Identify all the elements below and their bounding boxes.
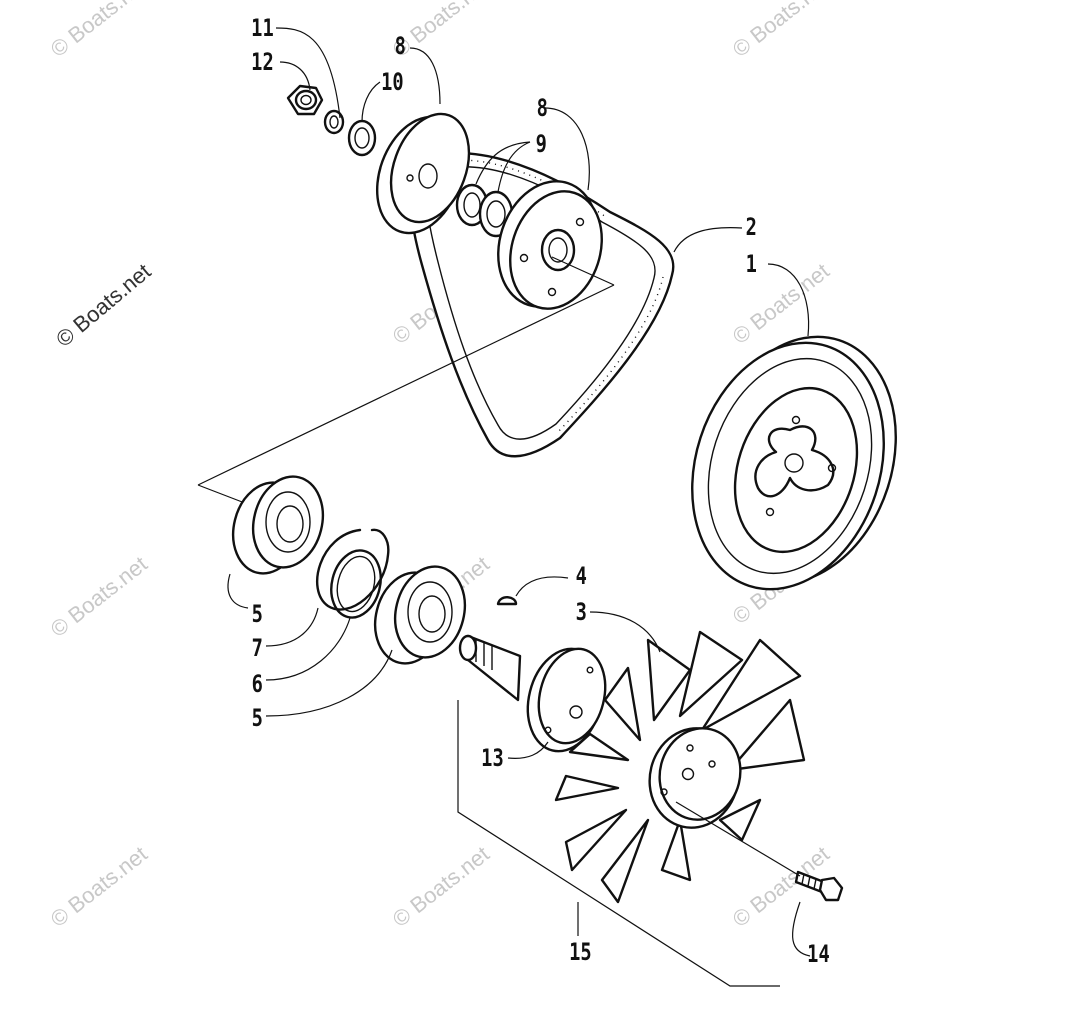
watermark: © Boats.net (728, 258, 834, 349)
watermark: © Boats.net (728, 0, 834, 62)
label-part-11: 11 (251, 15, 274, 43)
label-part-2: 2 (746, 214, 757, 242)
label-part-4: 4 (576, 563, 587, 591)
label-part-5-upper: 5 (252, 601, 263, 629)
part-labels: 11 12 8 10 8 9 2 1 4 3 5 7 6 5 13 15 14 (251, 15, 830, 969)
label-part-15: 15 (569, 939, 592, 967)
watermark: © Boats.net (46, 0, 152, 62)
label-part-3: 3 (576, 599, 587, 627)
bolt-part-14 (794, 870, 844, 902)
ring-part-6 (330, 549, 382, 619)
label-part-10: 10 (381, 69, 404, 97)
label-part-13: 13 (481, 745, 504, 773)
label-part-8-left: 8 (395, 33, 406, 61)
label-part-6: 6 (252, 671, 263, 699)
bearing-part-5-lower (373, 565, 467, 665)
label-part-1: 1 (746, 251, 757, 279)
leader-lines (227, 27, 811, 957)
label-part-7: 7 (252, 635, 263, 663)
label-part-5-lower: 5 (252, 705, 263, 733)
washer-part-10 (347, 119, 377, 157)
label-part-8-right: 8 (537, 95, 548, 123)
key-part-4 (496, 596, 518, 606)
bearing-part-5-upper (231, 475, 325, 575)
lock-washer-part-11 (323, 109, 345, 135)
side-watermark: © Boats.net (51, 259, 155, 352)
watermark: © Boats.net (46, 841, 152, 932)
watermark: © Boats.net (388, 841, 494, 932)
sheave-half-part-8-front (497, 180, 603, 310)
label-part-12: 12 (251, 49, 274, 77)
nut-part-12 (286, 84, 324, 116)
fan-shaft-part-13 (458, 634, 607, 753)
pulley-part-1 (691, 335, 897, 591)
label-part-9: 9 (536, 131, 547, 159)
watermark: © Boats.net (46, 551, 152, 642)
assembly-guide-lines (197, 256, 780, 987)
snap-ring-part-7 (315, 528, 390, 611)
fan-part-3 (554, 630, 806, 904)
label-part-14: 14 (807, 941, 830, 969)
sheave-half-part-8-rear (375, 112, 471, 235)
